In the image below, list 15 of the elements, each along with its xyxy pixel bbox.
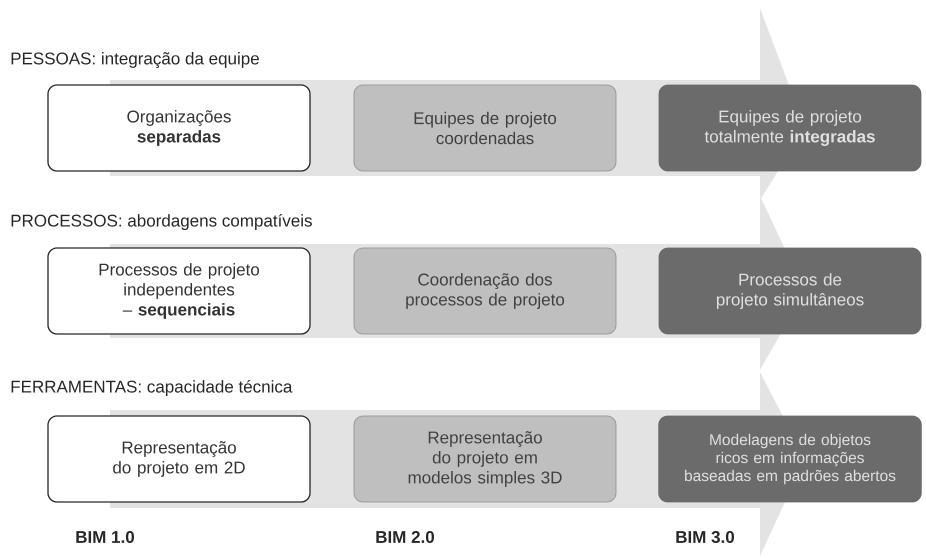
stage-label: BIM 2.0 <box>376 530 434 544</box>
stage-box: Modelagens de objetos ricos em informações baseadas em padrões abertos <box>658 416 922 502</box>
stage-box: Equipes de projeto coordenadas <box>354 84 616 172</box>
stage-box: Equipes de projeto totalmente integradas <box>658 84 922 172</box>
stage-label: BIM 3.0 <box>676 530 734 544</box>
row-heading: FERRAMENTAS: capacidade técnica <box>12 380 292 396</box>
stage-box: Coordenação dos processos de projeto <box>354 248 616 334</box>
stage-box: Processos de projeto independentes – sequenciais <box>47 247 311 335</box>
stage-box: Representação do projeto em modelos simples 3D <box>354 416 616 502</box>
stage-box: Organizações separadas <box>47 84 311 172</box>
stage-box: Processos de projeto simultâneos <box>658 248 922 334</box>
row-heading: PROCESSOS: abordagens compatíveis <box>12 214 312 230</box>
stage-box: Representação do projeto em 2D <box>47 415 311 503</box>
stage-label: BIM 1.0 <box>76 530 134 544</box>
row-heading: PESSOAS: integração da equipe <box>12 52 259 68</box>
